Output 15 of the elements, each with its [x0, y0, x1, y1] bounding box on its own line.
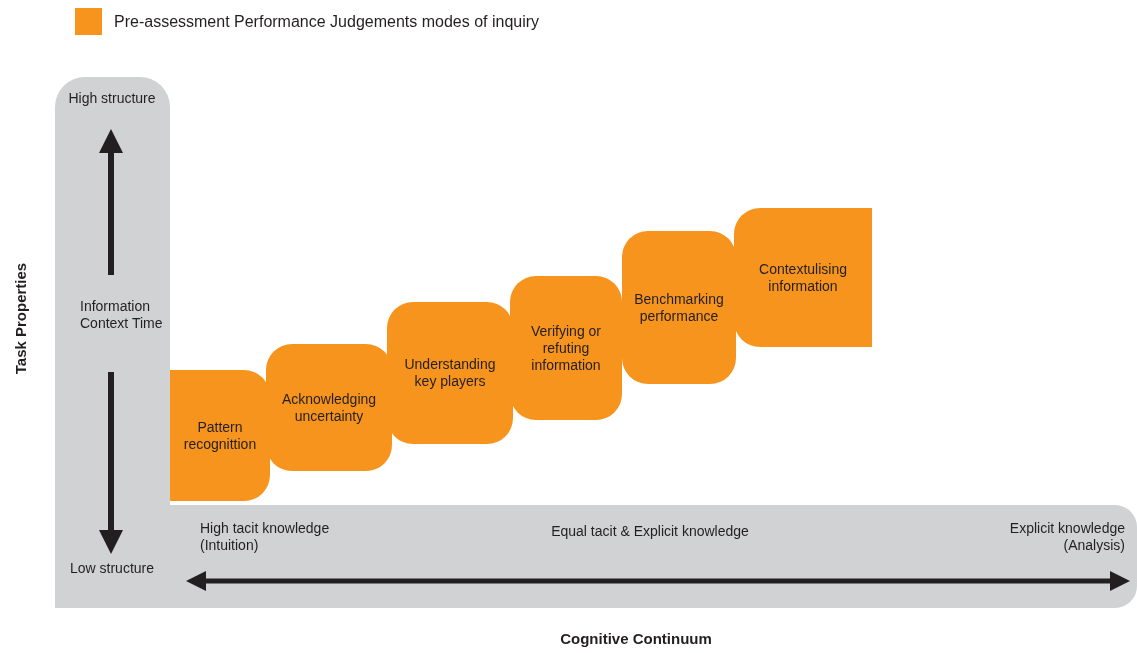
axis-label: High tacit knowledge (Intuition) — [200, 520, 331, 554]
axis-label: High structure — [67, 90, 157, 107]
axis-title: Cognitive Continuum — [559, 630, 713, 647]
axis-label: Equal tacit & Explicit knowledge — [550, 523, 750, 540]
process-box: Understanding key players — [387, 302, 513, 444]
process-box: Verifying or refuting information — [510, 276, 622, 420]
process-box: Benchmarking performance — [622, 231, 736, 384]
process-box: Pattern recognittion — [170, 370, 270, 501]
axis-title: Task Properties — [11, 261, 29, 377]
axis-label: Low structure — [68, 560, 155, 577]
axis-label: Explicit knowledge (Analysis) — [1008, 520, 1125, 554]
process-box: Contextulising information — [734, 208, 872, 347]
process-box: Acknowledging uncertainty — [266, 344, 392, 471]
axis-label: Information Context Time — [80, 298, 164, 332]
legend-label: Pre-assessment Performance Judgements modes of inquiry — [114, 11, 540, 32]
